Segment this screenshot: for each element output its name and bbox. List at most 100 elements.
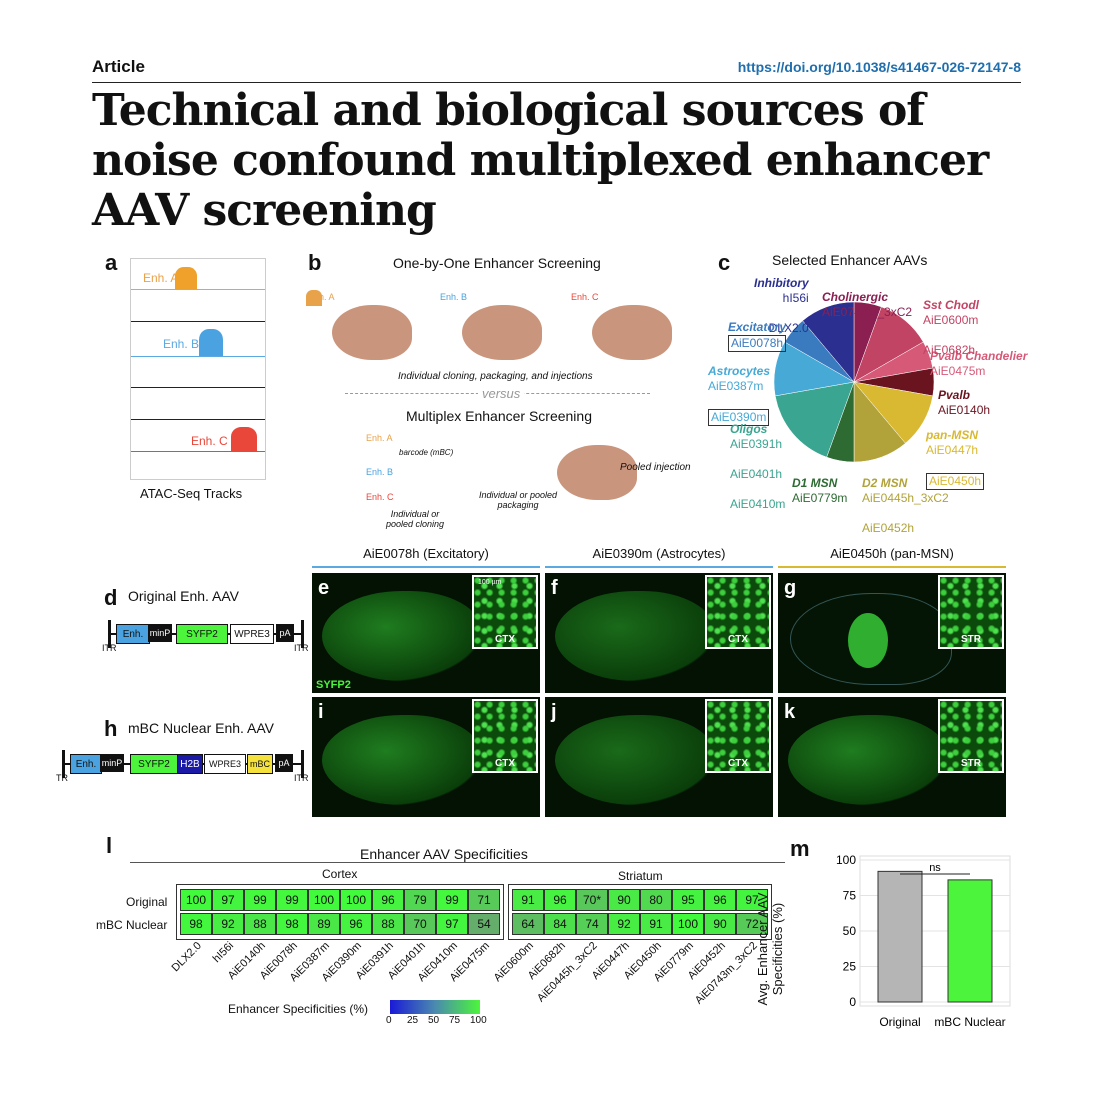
peak-a <box>175 267 197 289</box>
legend-tick: 75 <box>449 1015 461 1026</box>
doi-link[interactable]: https://doi.org/10.1038/s41467-026-72147… <box>737 59 1021 75</box>
part-wpre3: WPRE3 <box>230 624 274 644</box>
cortex-mbc-cell: 89 <box>308 913 340 935</box>
pie-item: AiE0475m <box>930 364 986 378</box>
region-label: CTX <box>495 758 515 769</box>
panel-h-letter: h <box>104 716 118 741</box>
row-original: Original <box>126 895 168 909</box>
cortex-mbc-cell: 98 <box>180 913 212 935</box>
micrograph-i: i CTX <box>312 697 540 817</box>
panel-m-letter: m <box>790 836 810 861</box>
part-minp: minP <box>148 624 172 642</box>
panel-f-letter: f <box>551 577 558 599</box>
striatum-mbc-cell: 64 <box>512 913 544 935</box>
cortex-mbc-cell: 70 <box>404 913 436 935</box>
bar-ylabel: Avg. Enhancer AAV Specificities (%) <box>755 892 785 1006</box>
panel-d-letter: d <box>104 585 118 610</box>
m-enh-c: Enh. C <box>366 492 394 502</box>
striatum-mbc-cell: 100 <box>672 913 704 935</box>
pie-group-name: Excitatory <box>728 320 787 334</box>
pie-item: AiE0743m_3xC2 <box>822 305 913 319</box>
pie-item: AiE0078h <box>728 335 787 352</box>
cortex-original-cell: 97 <box>212 889 244 911</box>
pie-group-name: Pvalb <box>938 388 971 402</box>
article-label: Article <box>92 57 145 76</box>
cortex-mbc-cell: 88 <box>372 913 404 935</box>
cortex-original-cell: 100 <box>180 889 212 911</box>
part-pa: pA <box>276 624 294 642</box>
pie-item: AiE0410m <box>730 497 786 511</box>
track-label-a: Enh. A <box>143 271 179 285</box>
striatum-original-cell: 96 <box>704 889 736 911</box>
one-by-one-title: One-by-One Enhancer Screening <box>393 255 601 271</box>
cortex-original-cell: 79 <box>404 889 436 911</box>
x-tick-label: Original <box>879 1015 920 1029</box>
part-enh: Enh. <box>116 624 150 644</box>
panel-j-letter: j <box>551 701 557 723</box>
panel-k-letter: k <box>784 701 796 723</box>
mouse-icon <box>592 305 672 360</box>
col-header-excitatory: AiE0078h (Excitatory) <box>363 546 489 561</box>
striatum-original-cell: 95 <box>672 889 704 911</box>
legend-gradient <box>390 1000 480 1014</box>
legend-tick: 25 <box>407 1015 419 1026</box>
bar-original <box>877 870 923 1003</box>
pie-item: hI56i <box>782 291 809 305</box>
pie-item: AiE0140h <box>938 403 991 417</box>
pie-item: DLX2.0 <box>768 321 809 335</box>
y-tick-label: 0 <box>849 995 856 1009</box>
pie-group-name: pan-MSN <box>926 428 978 442</box>
itr-bar <box>108 620 111 648</box>
pie-group-name: Astrocytes <box>708 364 771 378</box>
pie-item: AiE0450h <box>926 473 985 490</box>
part-enh: Enh. <box>70 754 102 774</box>
peak-b <box>199 329 223 356</box>
legend-tick: 100 <box>470 1015 487 1026</box>
paper-title: Technical and biological sources of nois… <box>92 85 989 236</box>
pie-group-name: D2 MSN <box>862 476 908 490</box>
striatum-original-cell: 90 <box>608 889 640 911</box>
striatum-frame <box>508 884 772 940</box>
itr-bar <box>301 750 304 778</box>
construct-h-title: mBC Nuclear Enh. AAV <box>128 720 275 736</box>
striatum-original-cell: 96 <box>544 889 576 911</box>
heatmap-col-label: hI56i <box>210 939 237 966</box>
striatum-original-cell: 70* <box>576 889 608 911</box>
heatmap-col-label: DLX2.0 <box>169 939 205 975</box>
atac-caption: ATAC-Seq Tracks <box>140 486 243 501</box>
peak-c <box>231 427 257 451</box>
striatum-original-cell: 97 <box>736 889 768 911</box>
micrograph-k: k STR <box>778 697 1006 817</box>
pie-slice-inhibitory <box>802 301 855 383</box>
construct-d-title: Original Enh. AAV <box>128 588 240 604</box>
pie-title: Selected Enhancer AAVs <box>772 252 928 268</box>
part-syfp2: SYFP2 <box>176 624 228 644</box>
striatum-mbc-cell: 72 <box>736 913 768 935</box>
panel-l-letter: l <box>106 833 113 858</box>
part-h2b: H2B <box>177 754 203 774</box>
cortex-original-cell: 100 <box>308 889 340 911</box>
striatum-mbc-cell: 90 <box>704 913 736 935</box>
striatum-label: Striatum <box>618 869 663 883</box>
pie-item: AiE0447h <box>926 443 979 457</box>
col-header-pan-msn: AiE0450h (pan-MSN) <box>830 546 954 561</box>
region-label: CTX <box>728 634 748 645</box>
row-mbc: mBC Nuclear <box>96 918 168 932</box>
bar-mbc-nuclear <box>947 879 993 1003</box>
part-syfp2: SYFP2 <box>130 754 178 774</box>
panel-g-letter: g <box>784 577 797 599</box>
scale-label: 100 µm <box>478 579 502 586</box>
pie-item: AiE0779m <box>792 491 848 505</box>
cortex-mbc-cell: 98 <box>276 913 308 935</box>
header-rule <box>92 82 1021 83</box>
pie-group-name: Sst Chodl <box>923 298 979 312</box>
striatum-mbc-cell: 92 <box>608 913 640 935</box>
pie-slice-oligos <box>774 381 855 458</box>
track-label-b: Enh. B <box>163 337 200 351</box>
significance-label: ns <box>929 862 941 874</box>
